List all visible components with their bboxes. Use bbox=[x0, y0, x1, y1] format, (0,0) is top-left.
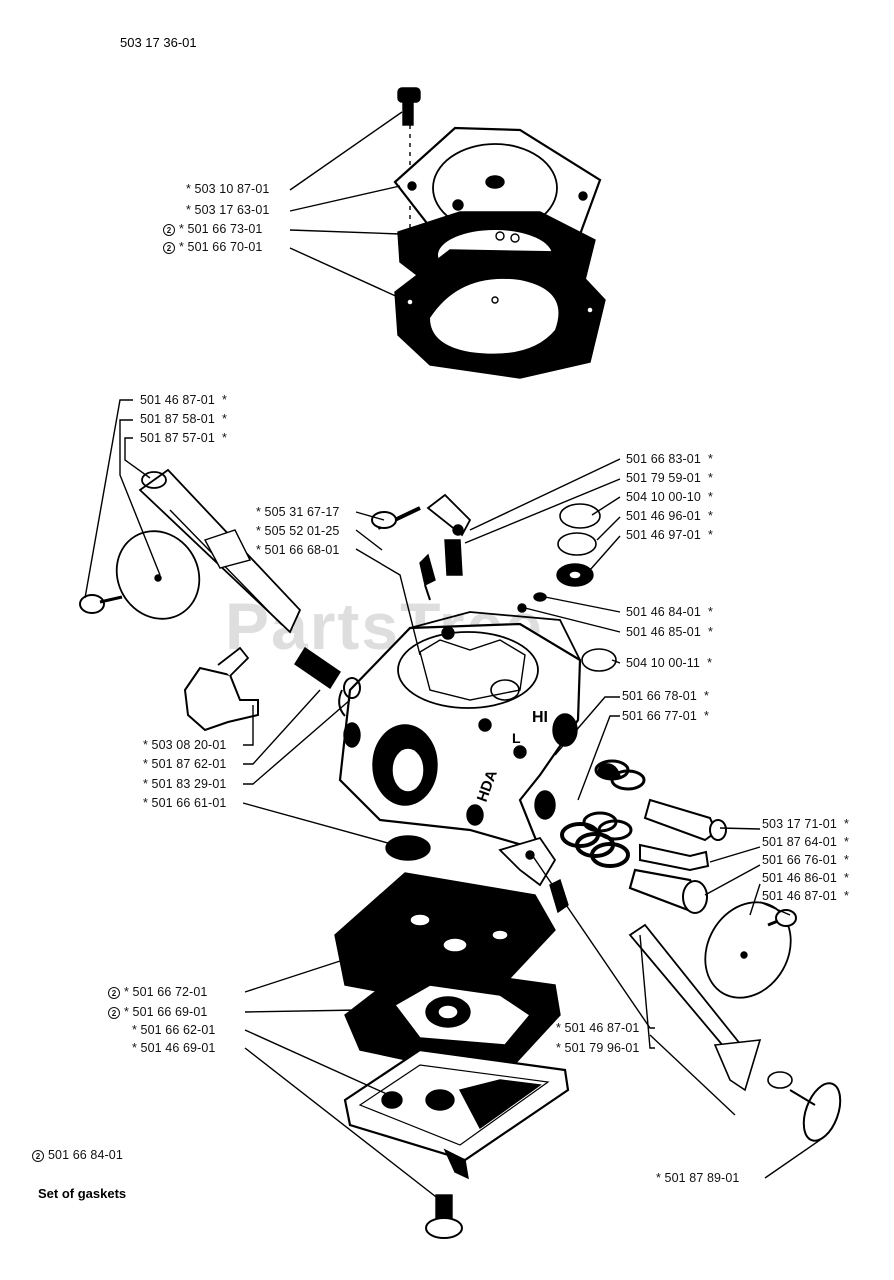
gasket-set-caption: Set of gaskets bbox=[38, 1186, 127, 1201]
part-label-501-66-77-01: 501 66 77-01 * bbox=[622, 709, 710, 723]
part-label-501-46-87-01-a: 501 46 87-01 * bbox=[140, 393, 228, 407]
part-label-501-66-73-01: 2* 501 66 73-01 bbox=[163, 222, 262, 236]
adjust-needles-right bbox=[628, 798, 727, 914]
choke-screw-left bbox=[79, 594, 123, 614]
part-label-501-66-68-01: * 501 66 68-01 bbox=[256, 543, 340, 557]
part-label-505-52-01-25: * 505 52 01-25 bbox=[256, 524, 340, 538]
part-label-501-66-72-01: 2* 501 66 72-01 bbox=[108, 985, 207, 999]
part-label-501-66-83-01: 501 66 83-01 * bbox=[626, 452, 714, 466]
throttle-valve-right bbox=[704, 901, 792, 999]
choke-shaft-left bbox=[138, 468, 302, 634]
part-label-501-66-69-01: 2* 501 66 69-01 bbox=[108, 1005, 207, 1019]
part-label-501-66-62-01: * 501 66 62-01 bbox=[132, 1023, 216, 1037]
part-label-503-10-87-01: * 503 10 87-01 bbox=[186, 182, 270, 196]
part-label-501-46-84-01: 501 46 84-01 * bbox=[626, 605, 714, 619]
part-label-501-66-61-01: * 501 66 61-01 bbox=[143, 796, 227, 810]
part-label-504-10-00-11: 504 10 00-11 * bbox=[626, 656, 713, 670]
idle-needle bbox=[371, 506, 436, 601]
part-label-501-87-62-01: * 501 87 62-01 bbox=[143, 757, 227, 771]
fuel-inlet-elbow bbox=[183, 646, 259, 732]
part-label-501-87-57-01: 501 87 57-01 * bbox=[140, 431, 228, 445]
part-label-501-46-85-01: 501 46 85-01 * bbox=[626, 625, 714, 639]
throttle-screw-right bbox=[767, 909, 797, 927]
part-label-503-08-20-01: * 503 08 20-01 bbox=[143, 738, 227, 752]
part-label-505-31-67-17: * 505 31 67-17 bbox=[256, 505, 340, 519]
inlet-control-lever bbox=[426, 493, 472, 576]
choke-valve-left bbox=[115, 530, 201, 620]
carburetor-body bbox=[338, 611, 582, 852]
body-marking-hi: HI bbox=[532, 709, 548, 726]
inlet-spring bbox=[294, 647, 361, 717]
metering-gasket bbox=[334, 872, 556, 1011]
part-label-501-46-86-01: 501 46 86-01 * bbox=[762, 871, 850, 885]
drawing-number: 503 17 36-01 bbox=[120, 35, 197, 50]
metering-diaphragm bbox=[344, 964, 561, 1081]
part-label-501-79-59-01: 501 79 59-01 * bbox=[626, 471, 714, 485]
throttle-shaft-right bbox=[628, 923, 842, 1142]
adjust-springs-right bbox=[560, 759, 646, 868]
part-label-503-17-63-01: * 503 17 63-01 bbox=[186, 203, 270, 217]
metering-cover bbox=[343, 1048, 570, 1180]
bottom-washer bbox=[385, 835, 431, 861]
part-label-501-66-78-01: 501 66 78-01 * bbox=[622, 689, 710, 703]
part-label-501-46-87-01-b: 501 46 87-01 * bbox=[762, 889, 850, 903]
part-label-501-79-96-01: * 501 79 96-01 bbox=[556, 1041, 640, 1055]
part-label-501-87-89-01: * 501 87 89-01 bbox=[656, 1171, 740, 1185]
part-label-501-46-87-01-c: * 501 46 87-01 bbox=[556, 1021, 640, 1035]
part-label-501-83-29-01: * 501 83 29-01 bbox=[143, 777, 227, 791]
part-label-501-66-76-01: 501 66 76-01 * bbox=[762, 853, 850, 867]
part-label-503-17-71-01: 503 17 71-01 * bbox=[762, 817, 850, 831]
pump-cover-screw bbox=[397, 87, 421, 126]
part-label-504-10-00-10: 504 10 00-10 * bbox=[626, 490, 714, 504]
cover-screw bbox=[425, 1194, 463, 1239]
body-marking-l: L bbox=[512, 730, 521, 746]
pump-gasket bbox=[394, 249, 606, 379]
part-label-501-46-96-01: 501 46 96-01 * bbox=[626, 509, 714, 523]
part-label-501-66-70-01: 2* 501 66 70-01 bbox=[163, 240, 262, 254]
part-label-501-46-97-01: 501 46 97-01 * bbox=[626, 528, 714, 542]
part-label-501-87-58-01: 501 87 58-01 * bbox=[140, 412, 228, 426]
part-label-501-87-64-01: 501 87 64-01 * bbox=[762, 835, 850, 849]
part-label-501-46-69-01: * 501 46 69-01 bbox=[132, 1041, 216, 1055]
